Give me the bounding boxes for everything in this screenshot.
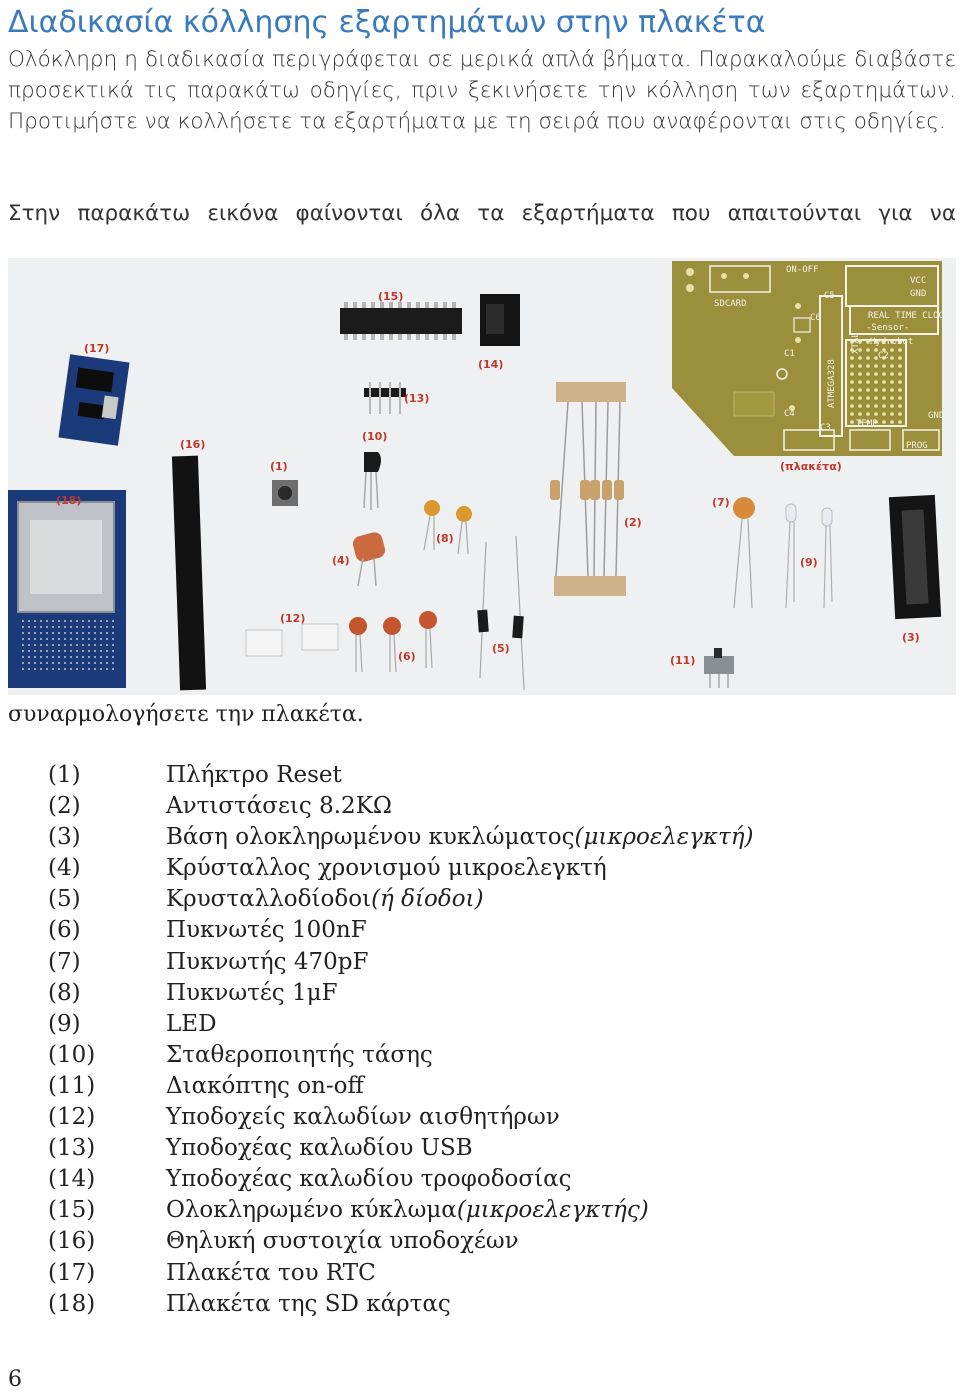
section-heading: Διαδικασία κόλλησης εξαρτημάτων στην πλα… [8,5,766,40]
list-item: (4)Κρύσταλλος χρονισμού μικροελεγκτή [48,855,607,882]
list-item: (13)Υποδοχέας καλωδίου USB [48,1135,473,1162]
silk-sensor: -Sensor- [866,323,909,333]
photo-label-7: (7) [712,496,730,509]
photo-label-18: (18) [56,494,81,507]
list-item: (16)Θηλυκή συστοιχία υποδοχέων [48,1228,519,1255]
microcontroller-ic [340,302,462,340]
list-item: (9)LED [48,1010,217,1037]
list-item: (3)Βάση ολοκληρωμένου κυκλώματος (μικροε… [48,824,754,851]
photo-label-10: (10) [362,430,387,443]
list-item: (7)Πυκνωτής 470pF [48,948,369,975]
list-item: (8)Πυκνωτές 1μF [48,979,338,1006]
pcb-board: ON-OFF VCC GND REAL TIME CLOCK SDCARD -S… [672,261,950,456]
rtc-module [58,354,130,446]
list-item: (18)Πλακέτα της SD κάρτας [48,1290,451,1317]
photo-label-4: (4) [332,554,350,567]
diodes [477,535,525,691]
photo-label-13: (13) [404,392,429,405]
list-item: (12)Υποδοχείς καλωδίων αισθητήρων [48,1104,560,1131]
silk-c1: C1 [784,349,795,359]
sd-card-module [8,490,126,688]
photo-label-6: (6) [398,650,416,663]
photo-caption: συναρμολογήσετε την πλακέτα. [8,702,364,727]
capacitors-1uF [423,500,472,555]
silk-hydrobot: Hydrobot [870,337,913,347]
photo-label-8: (8) [436,532,454,545]
silk-xtal: XTAL [851,332,861,354]
list-item: (17)Πλακέτα του RTC [48,1259,376,1286]
silk-on-off: ON-OFF [786,265,819,275]
silk-gnd-2: GND [928,411,944,421]
photo-label-12: (12) [280,612,305,625]
voltage-regulator [363,452,381,510]
photo-label-9: (9) [800,556,818,569]
resistors [550,382,626,596]
silk-gnd: GND [910,289,926,299]
silk-c4: C4 [784,409,795,419]
list-item: (11)Διακόπτης on-off [48,1072,364,1099]
list-item: (10)Σταθεροποιητής τάσης [48,1041,433,1068]
list-item: (2)Αντιστάσεις 8.2ΚΩ [48,793,392,820]
ic-socket [888,494,942,620]
silk-atmega: ATMEGA328 [827,359,837,408]
list-item: (14)Υποδοχέας καλωδίου τροφοδοσίας [48,1166,572,1193]
photo-label-3: (3) [902,631,920,644]
photo-label-11: (11) [670,654,695,667]
power-jack [480,294,520,346]
silk-c6: C6 [810,313,821,323]
photo-label-1: (1) [270,460,288,473]
intro-paragraph: Ολόκληρη η διαδικασία περιγράφεται σε με… [8,47,956,134]
silk-real-time-clock: REAL TIME CLOCK [868,311,950,321]
leds [785,503,833,609]
capacitor-470pF [733,497,755,609]
usb-pin-header [364,382,406,414]
reset-button-part [272,480,298,506]
capacitors-100nF [349,611,437,673]
parts-list: (1)Πλήκτρο Reset (2)Αντιστάσεις 8.2ΚΩ (3… [48,760,753,1320]
photo-label-2: (2) [624,516,642,529]
crystal [352,532,386,587]
list-item: (15)Ολοκληρωμένο κύκλωμα (μικροελεγκτής) [48,1197,649,1224]
silk-temp: TEMP [856,419,878,429]
silk-sdcard: SDCARD [714,299,747,309]
list-item: (5)Κρυσταλλοδίοδοι (ή δίοδοι) [48,886,484,913]
on-off-switch [704,648,734,688]
list-item: (6)Πυκνωτές 100nF [48,917,367,944]
silk-c2: C2 [878,351,889,361]
photo-intro-text: Στην παρακάτω εικόνα φαίνονται όλα τα εξ… [8,201,956,226]
silk-vcc: VCC [910,276,926,286]
page-number: 6 [8,1367,22,1392]
photo-label-16: (16) [180,438,205,451]
silk-c5: C5 [824,291,835,301]
photo-label-17: (17) [84,342,109,355]
silk-prog: PROG [906,441,928,451]
female-header [171,455,207,691]
photo-label-5: (5) [492,642,510,655]
photo-label-14: (14) [478,358,503,371]
photo-label-board: (πλακέτα) [780,460,842,473]
silk-c3: C3 [820,423,831,433]
components-photo: ON-OFF VCC GND REAL TIME CLOCK SDCARD -S… [8,258,956,695]
list-item: (1)Πλήκτρο Reset [48,762,342,788]
photo-label-15: (15) [378,290,403,303]
sensor-connectors [245,623,339,657]
